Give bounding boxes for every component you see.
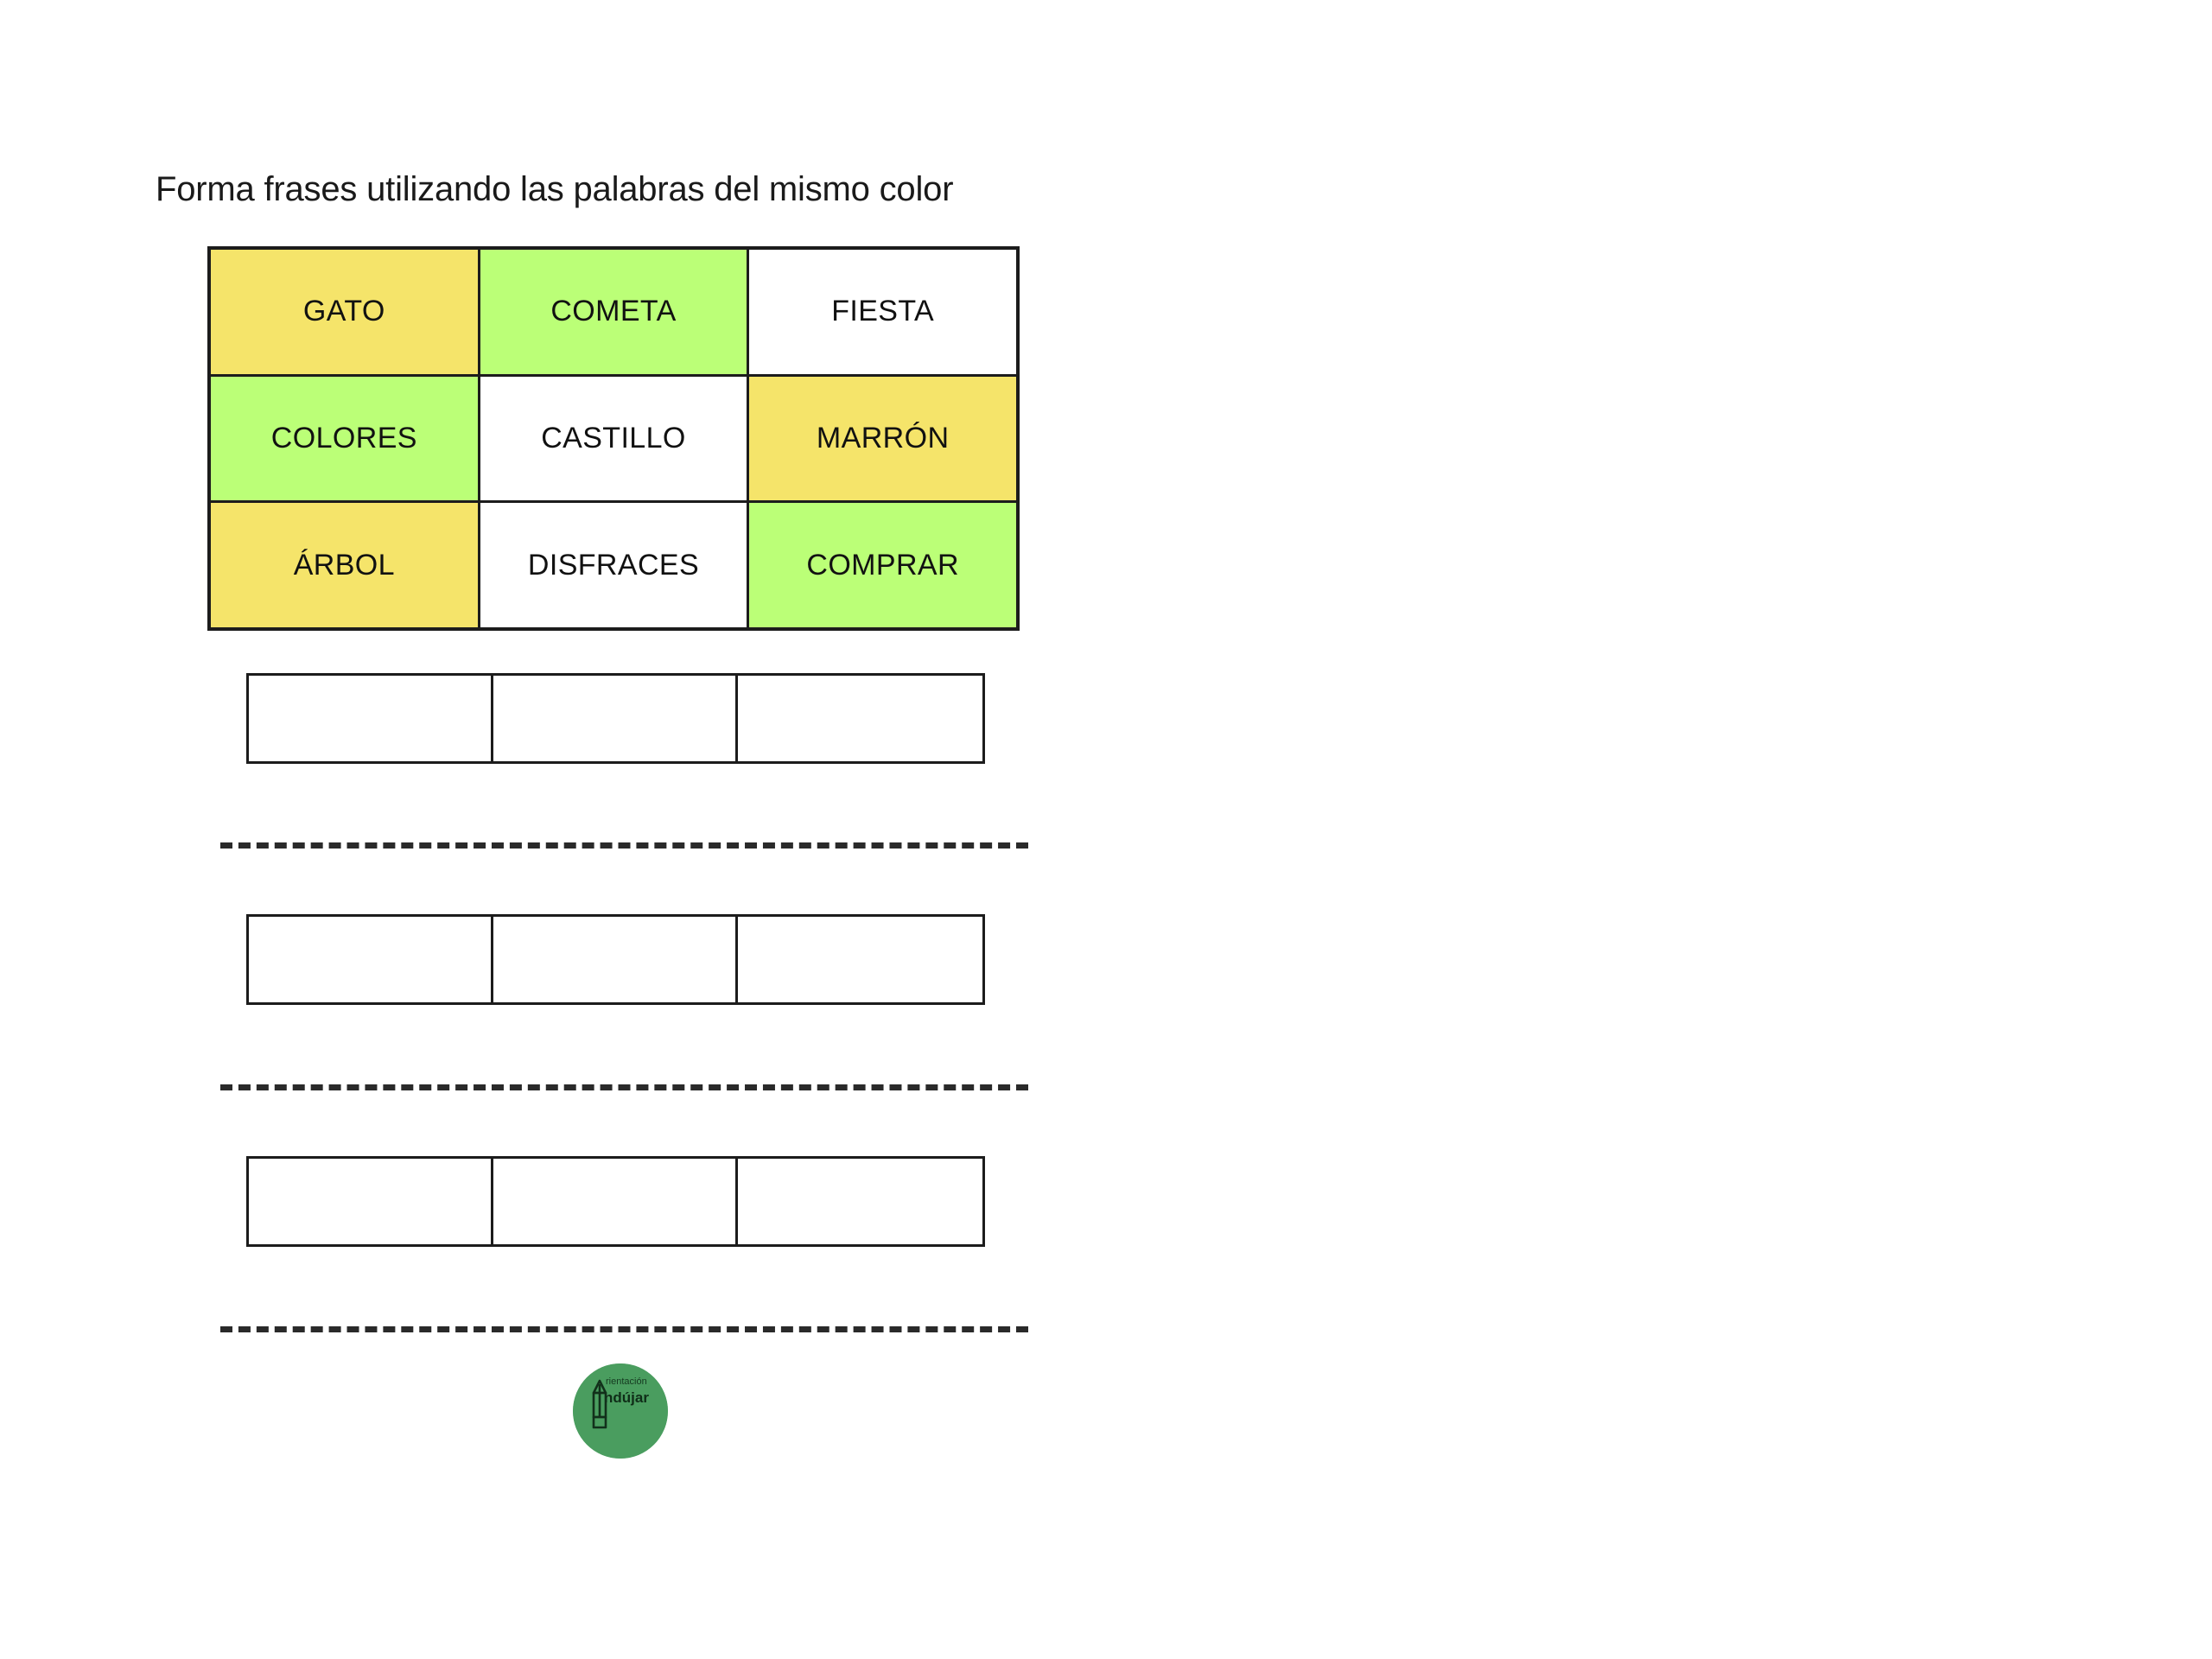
word-label: FIESTA <box>831 295 935 328</box>
answer-strip <box>246 914 985 1005</box>
answer-strip <box>246 1156 985 1247</box>
orientacion-andujar-logo: rientación ndújar <box>573 1363 668 1459</box>
page-title: Forma frases utilizando las palabras del… <box>156 170 954 208</box>
word-label: DISFRACES <box>527 548 700 582</box>
word-label: COMETA <box>550 295 677 328</box>
word-cell[interactable]: MARRÓN <box>749 376 1016 501</box>
answer-cell[interactable] <box>738 676 982 761</box>
word-cell[interactable]: DISFRACES <box>480 503 747 627</box>
answer-cell[interactable] <box>249 1159 493 1244</box>
logo-text-top: rientación <box>606 1376 647 1387</box>
worksheet-panel-left: Forma frases utilizando las palabras del… <box>156 170 1028 1459</box>
answer-cell[interactable] <box>493 917 738 1002</box>
worksheet-panel-right: Forma frases utilizando las palabras del… <box>1106 0 2212 1659</box>
word-cell[interactable]: CASTILLO <box>480 376 747 501</box>
answer-cell[interactable] <box>738 1159 982 1244</box>
logo-text-bottom: ndújar <box>604 1389 649 1406</box>
word-grid-left: GATO COMETA FIESTA COLORES CASTILLO MARR… <box>207 246 1020 631</box>
word-cell[interactable]: COMPRAR <box>749 503 1016 627</box>
word-cell[interactable]: COLORES <box>211 376 478 501</box>
answer-cell[interactable] <box>249 676 493 761</box>
dashed-cut-line <box>220 842 1028 849</box>
answer-cell[interactable] <box>249 917 493 1002</box>
word-cell[interactable]: COMETA <box>480 250 747 374</box>
word-label: COMPRAR <box>806 548 959 582</box>
word-label: MARRÓN <box>816 421 950 454</box>
pencil-icon <box>592 1379 607 1429</box>
dashed-cut-line <box>220 1084 1028 1090</box>
dashed-cut-line <box>220 1326 1028 1332</box>
word-label: GATO <box>302 295 385 328</box>
word-cell[interactable]: ÁRBOL <box>211 503 478 627</box>
word-cell[interactable]: GATO <box>211 250 478 374</box>
answer-cell[interactable] <box>493 676 738 761</box>
word-label: ÁRBOL <box>293 548 395 582</box>
word-label: COLORES <box>270 421 417 454</box>
word-label: CASTILLO <box>541 421 686 454</box>
answer-cell[interactable] <box>738 917 982 1002</box>
word-cell[interactable]: FIESTA <box>749 250 1016 374</box>
answer-cell[interactable] <box>493 1159 738 1244</box>
answer-strip <box>246 673 985 764</box>
